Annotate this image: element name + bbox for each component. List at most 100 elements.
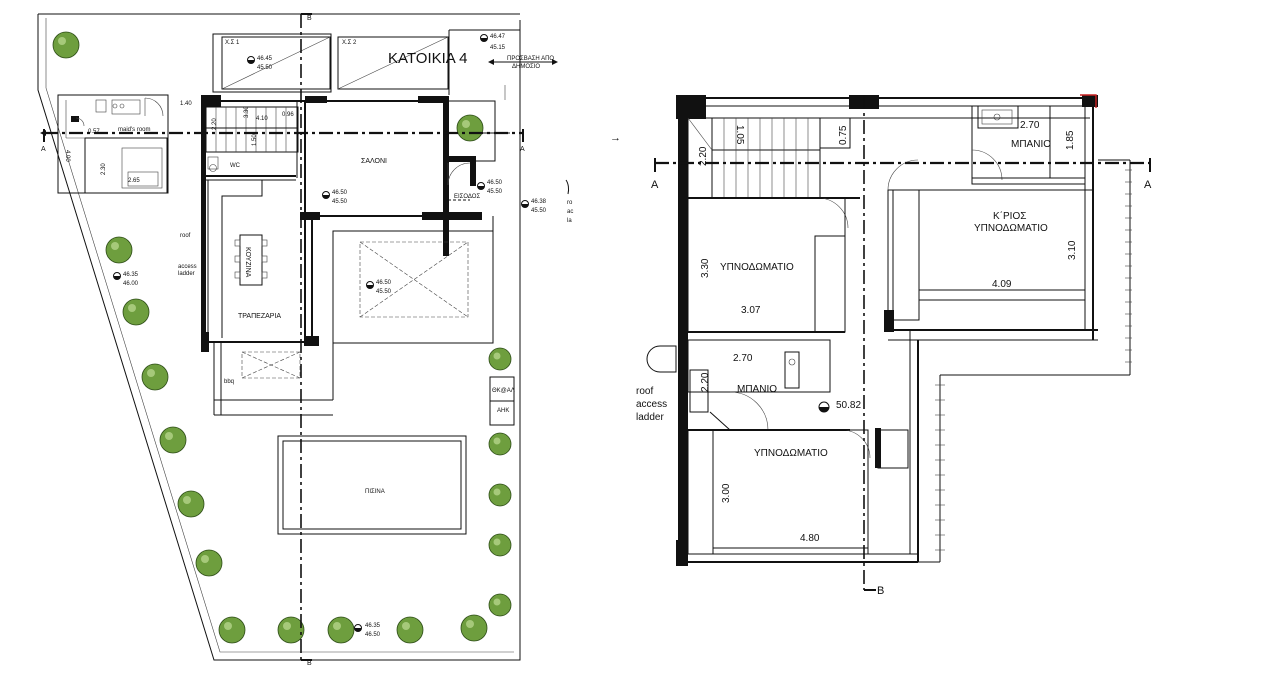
roof-ladder-label: ladder (636, 412, 664, 423)
dimension: 3.30 (700, 258, 711, 278)
tree-icon (488, 593, 512, 617)
bath-label: ΜΠΑΝΙΟ (1011, 139, 1051, 150)
level-marker-icon (480, 34, 488, 42)
bath-2 (687, 339, 831, 393)
dimension: 2.30 (101, 163, 107, 175)
dining-label: ΤΡΑΠΕΖΑΡΙΑ (238, 313, 281, 320)
master-bedroom (887, 189, 1094, 331)
parking-bay-1 (221, 36, 331, 90)
tree-icon (177, 490, 205, 518)
level-value: 45.50 (332, 199, 348, 205)
parking-area (212, 33, 332, 93)
level-marker-icon (818, 401, 830, 413)
roof-ladder-label: ro (567, 200, 573, 206)
dimension: 1.40 (180, 101, 192, 107)
section-label-b: B (877, 585, 884, 597)
dimension: 2.65 (128, 178, 140, 184)
level-value: 45.15 (490, 45, 506, 51)
level-value: 46.35 (123, 272, 139, 278)
tree-icon (488, 483, 512, 507)
bedroom-1-label: ΥΠΝΟΔΩΜΑΤΙΟ (720, 262, 794, 273)
site-boundary-inner (45, 18, 514, 653)
entrance-label: ΕΙΣΟΔΟΣ (454, 194, 480, 200)
level-value: 46.35 (365, 623, 381, 629)
level-value: 45.50 (376, 289, 392, 295)
maids-room (84, 137, 168, 194)
maids-room-label: maid's room (118, 127, 151, 133)
level-value: 45.50 (257, 65, 273, 71)
tree-icon (159, 426, 187, 454)
parking-bay-2 (337, 36, 449, 90)
roof-ladder-label: access (636, 399, 667, 410)
house-title: ΚΑΤΟΙΚΙΑ 4 (388, 50, 467, 67)
dimension: 3.07 (741, 305, 761, 316)
living-label: ΣΑΛΟΝΙ (361, 158, 387, 165)
level-marker-icon (322, 191, 330, 199)
tree-icon (122, 298, 150, 326)
bbq-label: bbq (224, 379, 234, 385)
roof-hatch (646, 345, 677, 373)
roof-ladder-label: roof (636, 386, 653, 397)
master-bedroom-label: ΥΠΝΟΔΩΜΑΤΙΟ (974, 223, 1048, 234)
level-value: 46.00 (123, 281, 139, 287)
closet (877, 429, 909, 469)
level-marker-icon (521, 200, 529, 208)
dimension: 0.75 (838, 125, 849, 145)
arrow-icon: → (610, 132, 621, 144)
wall (678, 95, 688, 565)
tree-icon (141, 363, 169, 391)
storage-label: ΘΚ@ΑΛ (492, 388, 515, 394)
tree-icon (52, 31, 80, 59)
storage-label: ΑΗΚ (497, 408, 509, 414)
level-value: 46.38 (531, 199, 547, 205)
dimension: 2.20 (212, 118, 218, 130)
roof-ladder-label: access (178, 264, 197, 270)
level-value: 45.50 (487, 189, 503, 195)
roof-ladder-label: la (567, 218, 572, 224)
bedroom-2 (687, 429, 869, 555)
section-label-a: A (651, 179, 659, 191)
pool-label: ΠΙΣΙΝΑ (365, 489, 385, 495)
bedroom-2-label: ΥΠΝΟΔΩΜΑΤΙΟ (754, 448, 828, 459)
tree-icon (460, 614, 488, 642)
dimension: 1.05 (734, 125, 745, 145)
parking-1-label: Χ.Σ 1 (225, 40, 240, 46)
wc-label: WC (230, 163, 241, 169)
tree-icon (218, 616, 246, 644)
stairs (205, 106, 299, 153)
maids-room-outline (57, 94, 169, 194)
wall (201, 95, 206, 350)
level-marker-icon (477, 182, 485, 190)
courtyard (332, 230, 494, 344)
level-value: 46.47 (490, 34, 506, 40)
section-label-a: A (41, 146, 46, 153)
ground-floor-plan: ΚΑΤΟΙΚΙΑ 4 ΠΡΟΣΒΑΣΗ ΑΠΟ ΔΗΜΟΣΙΟ B B A A … (37, 13, 573, 667)
dimension: 0.57 (88, 129, 100, 135)
dimension: 4.09 (992, 279, 1012, 290)
level-value: 50.82 (836, 400, 861, 411)
level-value: 46.50 (487, 180, 503, 186)
dimension: 4.00 (64, 150, 70, 162)
dimension: 2.20 (698, 146, 709, 166)
bath-label: ΜΠΑΝΙΟ (737, 384, 777, 395)
section-label-a: A (520, 146, 525, 153)
dimension: 4.80 (800, 533, 820, 544)
level-value: 46.50 (365, 632, 381, 638)
section-label-b-top: B (307, 15, 312, 22)
tree-icon (488, 347, 512, 371)
roof-ladder-label: roof (180, 233, 191, 239)
tree-icon (396, 616, 424, 644)
level-value: 46.50 (376, 280, 392, 286)
first-floor-plan: A A B ΥΠΝΟΔΩΜΑΤΙΟ ΥΠΝΟΔΩΜΑΤΙΟ Κ΄ΡΙΟΣ ΥΠΝ… (636, 94, 1152, 597)
dimension: 3.10 (1067, 240, 1078, 260)
level-marker-icon (113, 272, 121, 280)
level-value: 46.45 (257, 56, 273, 62)
dimension: 4.10 (256, 116, 268, 122)
site-boundary (37, 14, 521, 661)
dimension: 2.70 (1020, 120, 1040, 131)
dimension: 3.30 (244, 106, 250, 118)
dimension: 2.20 (700, 372, 711, 392)
access-note: ΠΡΟΣΒΑΣΗ ΑΠΟ (507, 56, 554, 62)
level-marker-icon (366, 281, 374, 289)
